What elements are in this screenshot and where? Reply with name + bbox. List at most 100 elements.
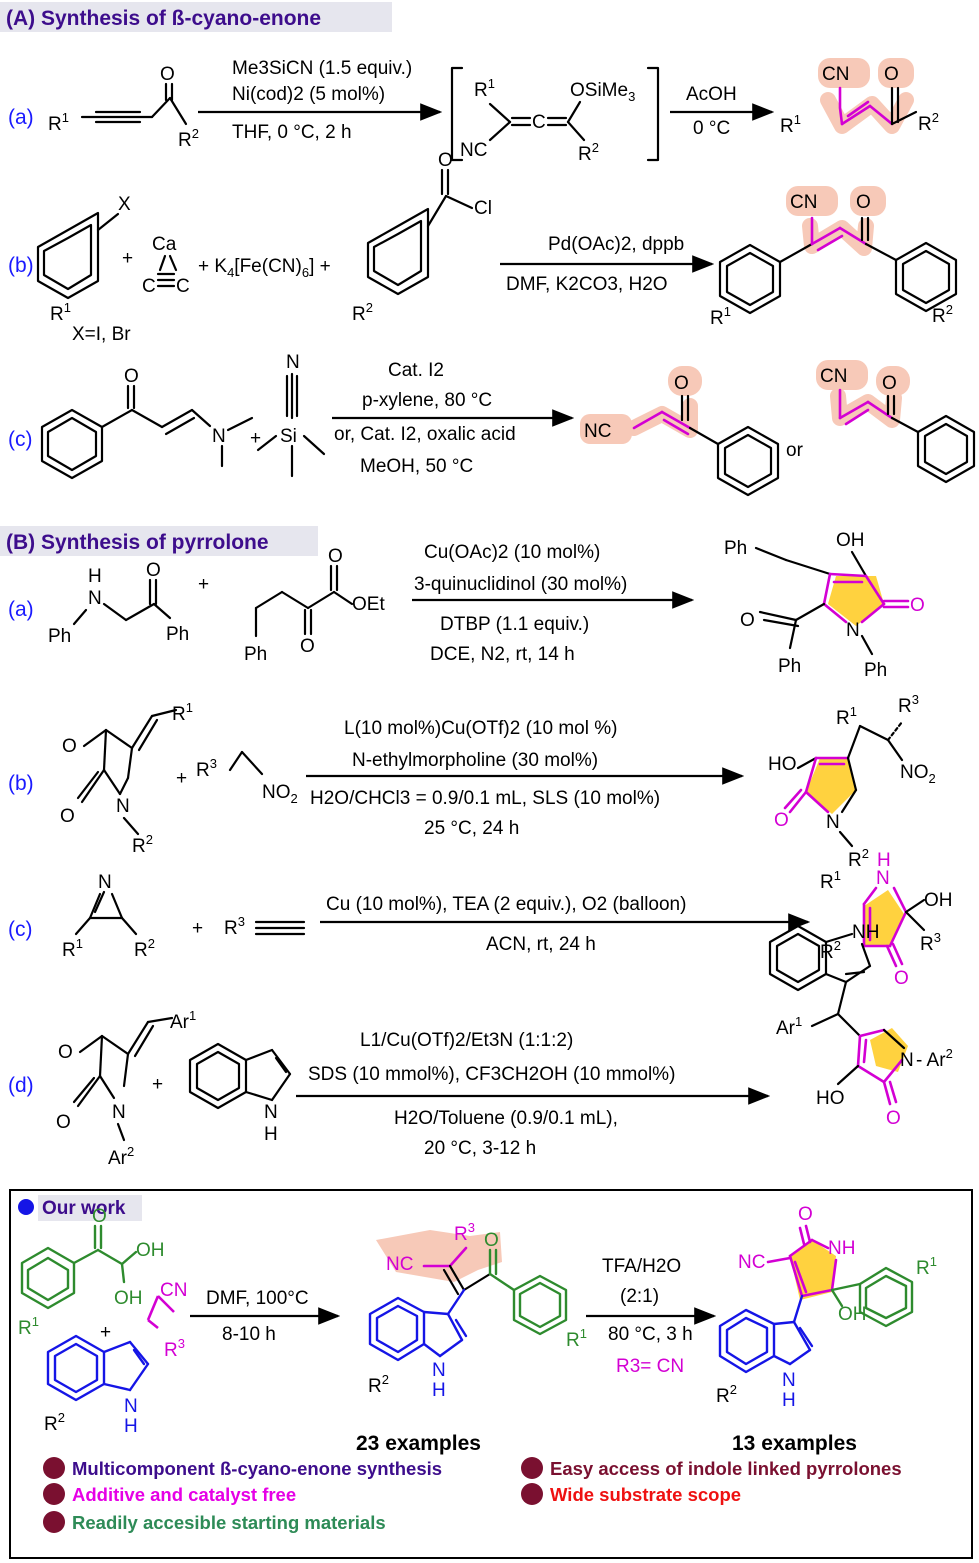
svg-text:NH: NH — [828, 1238, 855, 1259]
indole-reactant: N H — [188, 1042, 292, 1145]
svg-text:O: O — [882, 373, 897, 394]
cond-b-d-3: H2O/Toluene (0.9/0.1 mL), — [394, 1108, 618, 1129]
svg-text:R1: R1 — [780, 112, 801, 137]
svg-text:+: + — [198, 574, 209, 595]
label-b-d: (d) — [8, 1074, 34, 1097]
svg-text:R2: R2 — [368, 1372, 389, 1397]
svg-text:Ph: Ph — [48, 626, 71, 647]
svg-text:H: H — [782, 1390, 796, 1411]
svg-text:O: O — [910, 595, 925, 616]
svg-text:Ar2: Ar2 — [108, 1144, 134, 1169]
svg-text:O: O — [146, 560, 161, 581]
svg-text:O: O — [856, 192, 871, 213]
svg-text:N: N — [826, 812, 840, 833]
svg-text:HO: HO — [768, 754, 797, 775]
svg-text:Ph: Ph — [864, 660, 887, 681]
highlight-2: Additive and catalyst free — [72, 1484, 296, 1505]
svg-text:+: + — [100, 1322, 111, 1343]
cond-b-b-3: H2O/CHCl3 = 0.9/0.1 mL, SLS (10 mol%) — [310, 788, 660, 809]
cond-b-a-1: Cu(OAc)2 (10 mol%) — [424, 542, 600, 563]
svg-text:N: N — [116, 796, 130, 817]
nitroalkane-reactant: R3 NO2 — [196, 750, 298, 806]
svg-text:+: + — [176, 768, 187, 789]
svg-text:R1: R1 — [820, 868, 841, 893]
trans-cyano-enone-product: NC O — [580, 366, 780, 497]
svg-text:N: N — [212, 426, 226, 447]
highlight-3: Readily accesible starting materials — [72, 1512, 386, 1533]
svg-text:R3: R3 — [196, 756, 217, 781]
svg-text:- Ar2: - Ar2 — [916, 1046, 953, 1071]
svg-text:CN: CN — [820, 366, 847, 387]
label-a-b: (b) — [8, 254, 34, 277]
cond-our-tfa: TFA/H2O — [602, 1256, 681, 1277]
svg-text:O: O — [884, 64, 899, 85]
svg-text:N: N — [876, 868, 890, 889]
svg-text:O: O — [160, 64, 175, 85]
svg-text:R1: R1 — [474, 76, 495, 101]
bullet-4 — [521, 1457, 543, 1479]
tmscn-reactant: N Si — [256, 352, 326, 478]
svg-text:NC: NC — [738, 1252, 765, 1273]
svg-text:O: O — [60, 806, 75, 827]
cyano-enone-indole-product: NC R3 O R1 N H R2 — [368, 1220, 587, 1401]
cond-b-c-1: Cu (10 mol%), TEA (2 equiv.), O2 (balloo… — [326, 894, 686, 915]
cond-b-c-2: ACN, rt, 24 h — [486, 934, 596, 955]
svg-text:Ar1: Ar1 — [170, 1008, 196, 1033]
svg-text:R3: R3 — [224, 914, 245, 939]
cond-a-a-3: THF, 0 °C, 2 h — [232, 122, 352, 143]
svg-text:X=I, Br: X=I, Br — [72, 324, 131, 345]
svg-text:N: N — [782, 1370, 796, 1391]
dioxopyrrolidine-reactant-b: O R1 O N R2 — [60, 700, 193, 857]
allene-intermediate: R1 NC C OSiMe3 R2 — [450, 66, 660, 165]
pyrrolone-product-b: HO O N R2 R1 R3 NO2 — [768, 692, 936, 871]
cond-our-r3: R3= CN — [616, 1356, 684, 1377]
svg-text:O: O — [886, 1108, 901, 1129]
svg-text:+: + — [122, 248, 133, 269]
pyrrolone-product-a: OH Ph O N Ph O Ph — [724, 530, 925, 681]
svg-text:R1: R1 — [916, 1254, 937, 1279]
svg-text:O: O — [92, 1206, 107, 1227]
svg-text:+: + — [250, 428, 261, 449]
svg-text:CN: CN — [790, 192, 817, 213]
cyano-enone-product-b: CN O R1 R2 — [710, 186, 958, 329]
svg-text:O: O — [328, 546, 343, 567]
svg-text:C: C — [532, 112, 546, 133]
aryl-halide-reactant: X R1 X=I, Br — [36, 194, 131, 345]
svg-text:R3: R3 — [164, 1336, 185, 1361]
examples-count-1: 23 examples — [356, 1432, 481, 1455]
svg-text:OH: OH — [836, 530, 865, 551]
svg-text:Ph: Ph — [244, 644, 267, 665]
cond-b-b-4: 25 °C, 24 h — [424, 818, 519, 839]
svg-text:OH: OH — [136, 1240, 165, 1261]
svg-text:H: H — [124, 1416, 138, 1437]
indole-reactant-blue: N H R2 — [44, 1334, 150, 1437]
cond-b-d-4: 20 °C, 3-12 h — [424, 1138, 536, 1159]
svg-text:O: O — [484, 1230, 499, 1251]
svg-text:R2: R2 — [352, 300, 373, 325]
svg-text:O: O — [894, 968, 909, 989]
svg-text:H: H — [88, 566, 102, 587]
or-word: or — [786, 440, 804, 461]
svg-text:+ K4[Fe(CN)6] +: + K4[Fe(CN)6] + — [198, 256, 331, 280]
aminoketone-reactant: H N Ph O Ph — [48, 560, 189, 647]
alkynone-reactant: R1 O R2 — [48, 64, 199, 151]
cond-a-c-4: MeOH, 50 °C — [360, 456, 473, 477]
cond-our-temp: 80 °C, 3 h — [608, 1324, 693, 1345]
cond-a-a-temp: 0 °C — [693, 118, 730, 139]
svg-text:C: C — [142, 276, 156, 297]
indolyl-pyrrolone-product-d: NH Ar1 N - Ar2 O HO — [768, 922, 953, 1129]
svg-text:R1: R1 — [836, 704, 857, 729]
svg-text:OEt: OEt — [352, 594, 385, 615]
bullet-3 — [43, 1511, 65, 1533]
svg-text:NO2: NO2 — [262, 782, 298, 806]
svg-text:O: O — [674, 373, 689, 394]
svg-text:R3: R3 — [920, 930, 941, 955]
svg-text:R2: R2 — [918, 110, 939, 135]
svg-text:N: N — [98, 872, 112, 893]
svg-text:O: O — [62, 736, 77, 757]
svg-text:R1: R1 — [172, 700, 193, 725]
svg-text:OSiMe3: OSiMe3 — [570, 80, 635, 104]
cyano-enone-product-a: CN O R1 R2 — [780, 58, 939, 137]
svg-text:O: O — [740, 610, 755, 631]
